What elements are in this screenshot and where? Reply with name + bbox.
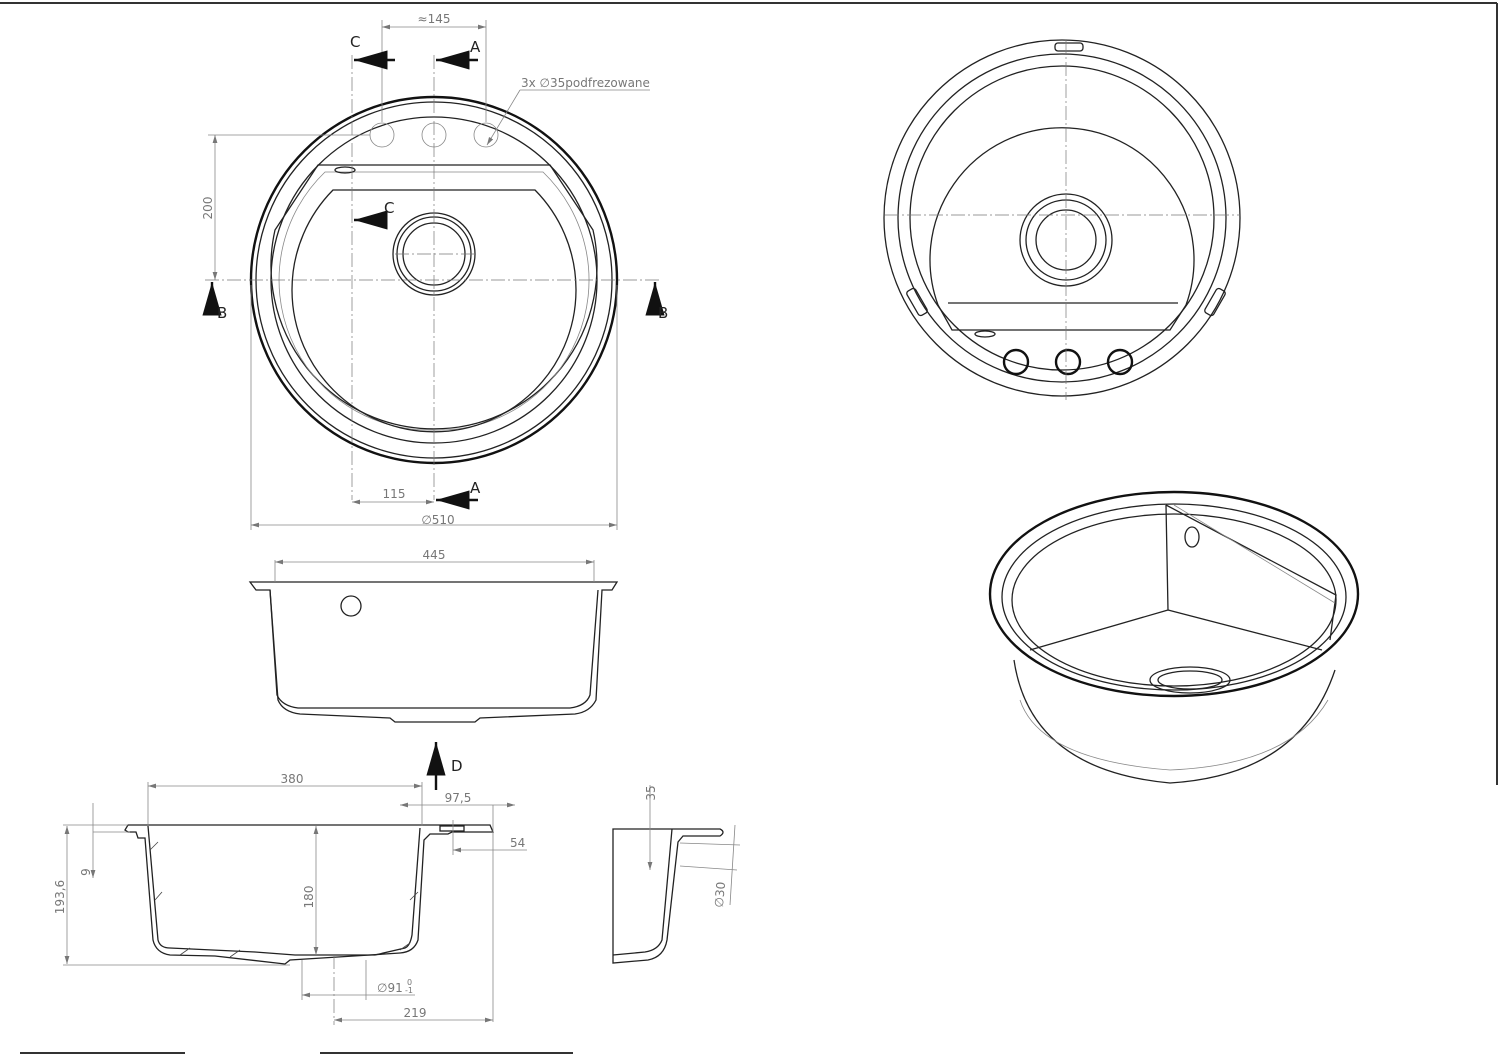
section-b-label-left: B [217,304,227,322]
section-b-label-right: B [658,304,668,322]
section-a-label-2: A [470,479,481,497]
drain-tol-upper: 0 [407,978,412,987]
dim-97-5: 97,5 [445,791,472,805]
dim-445: 445 [423,548,446,562]
dim-180: 180 [302,886,316,909]
dim-115: 115 [383,487,406,501]
isometric-view [988,490,1360,784]
view-d-label: D [451,757,463,775]
dim-380: 380 [281,772,304,786]
dim-hole-spacing: ≈145 [418,12,451,26]
dim-35: 35 [644,785,658,800]
dim-200: 200 [201,197,215,220]
detail-section-view: 35 ∅30 [612,785,741,964]
section-c-label: C [350,33,360,51]
dim-193-6: 193,6 [53,880,67,914]
drain-tol-lower: -1 [405,986,413,995]
dim-54: 54 [510,836,525,850]
section-a-label: A [470,38,481,56]
dim-drain-91: ∅91 [377,981,403,995]
dim-diameter-30: ∅30 [712,881,728,908]
dim-219: 219 [404,1006,427,1020]
dim-9: 9 [79,868,93,876]
top-view: ≈145 3x ∅35podfrezowane 200 115 ∅510 C A… [201,12,668,530]
hole-note: 3x ∅35podfrezowane [521,76,650,90]
dim-diameter-510: ∅510 [421,513,454,527]
front-section-view: 445 D [248,548,619,790]
bottom-view [883,39,1241,400]
section-c-label-2: C [384,199,394,217]
side-section-view: 180 380 97,5 54 9 193,6 ∅91 0 -1 219 [53,772,527,1025]
